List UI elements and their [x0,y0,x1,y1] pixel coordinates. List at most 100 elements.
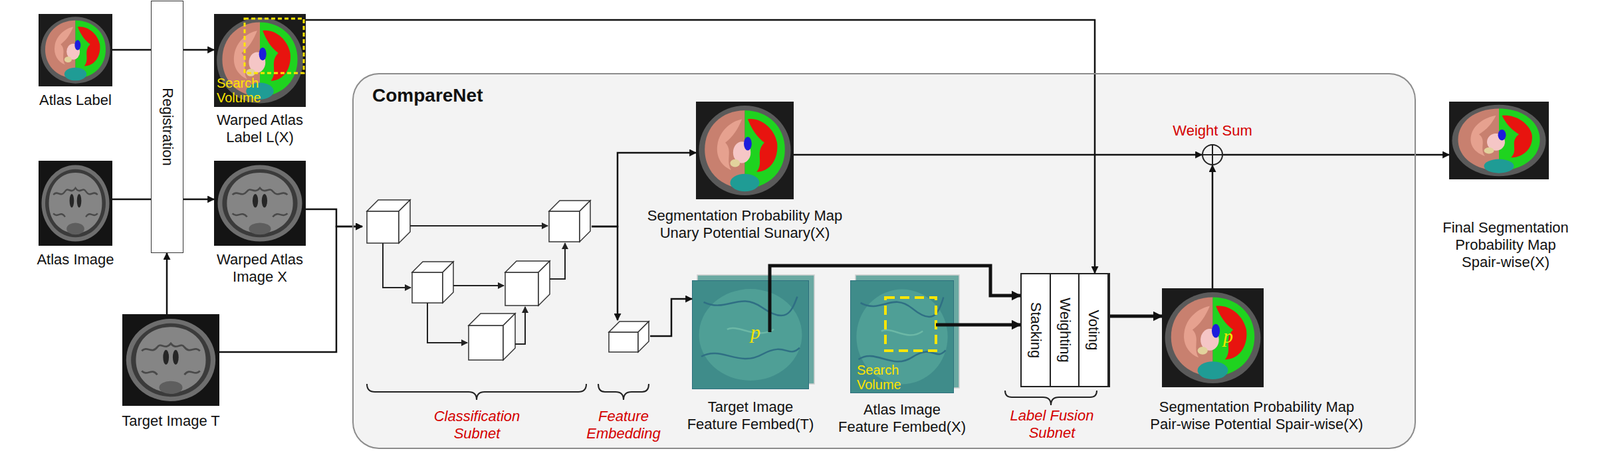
brain-images [38,13,113,87]
plus-sign [1211,144,1214,166]
caption: Warped Atlas Image X [206,251,314,286]
connector [650,299,692,337]
brackets [598,384,649,401]
connector [112,198,151,201]
image-node: pSegmentation Probability Map Pair-wise … [1161,288,1264,388]
overlay-label: Search Volume [856,362,911,393]
search-volume-box [244,18,304,74]
network-cubes [398,200,411,244]
network-cubes [608,332,639,353]
connector [305,19,1095,274]
image-node: Final Segmentation Probability Map Spair… [1449,101,1549,180]
brain-images [38,160,113,246]
network-cubes [366,200,649,361]
fusion-column: Stacking [1021,274,1051,387]
caption: Feature Embedding [576,408,671,443]
connector [183,49,215,52]
network-cubes [538,261,550,306]
image-node: Classification Subnet [362,192,592,406]
caption: Final Segmentation Probability Map Spair… [1439,219,1573,272]
caption: Warped Atlas Label L(X) [206,111,314,147]
brain-images [1161,288,1264,388]
caption: Segmentation Probability Map Pair-wise P… [1145,398,1369,434]
search-volume-box [244,18,936,351]
connector [1211,165,1214,289]
column-label: Weighting [1056,297,1074,363]
registration-bar: Registration [150,0,184,254]
connector [953,323,1021,328]
plus-sign [1201,144,1224,166]
image-node: pTarget Image Feature Fembed(T) [691,280,809,390]
subnet-wires [410,225,548,227]
connector [1110,315,1162,319]
caption: Label Fusion Subnet [1002,407,1103,443]
sum-circle: Weight Sum [1201,144,1224,166]
inner-pointer-lines [768,280,772,333]
subnet-wires [427,303,468,343]
caption: Segmentation Probability Map Unary Poten… [633,207,857,242]
image-node: Warped Atlas Image X [214,160,306,246]
column-label: Stacking [1027,302,1045,359]
connector [591,226,618,321]
brain-images [1449,101,1549,180]
subnet-wires [382,226,566,345]
sum-label: Weight Sum [1172,122,1252,140]
brain-images [214,160,306,246]
inner-pointer-lines [935,323,954,328]
image-node: Feature Embedding [596,320,651,406]
caption: Target Image T [97,412,244,431]
network-cubes [638,321,649,353]
fusion-box: StackingWeightingVotingLabel Fusion Subn… [1020,273,1111,388]
connector [793,154,1202,157]
brackets [366,384,587,401]
image-node: Atlas Label [38,13,113,87]
image-node: Atlas Image [38,160,113,246]
fusion-column: Voting [1079,274,1109,387]
feature-maps [850,280,954,394]
brackets [1005,390,1097,406]
brain-images [214,13,306,108]
overlay-label: p [1223,325,1234,347]
brain-images [695,101,794,200]
feature-maps [691,275,960,394]
feature-maps [691,280,809,390]
subnet-wires [515,307,526,345]
connector [1223,154,1450,157]
network-cubes [503,313,516,361]
connector [769,265,1021,296]
image-node: Search VolumeAtlas Image Feature Fembed(… [850,280,954,394]
caption: Atlas Label [9,91,143,110]
overlay-label: p [750,321,761,343]
image-node: Search VolumeWarped Atlas Label L(X) [214,13,306,108]
subnet-wires [453,285,504,287]
group-title: CompareNet [372,85,483,107]
column-label: Voting [1084,309,1103,351]
network-cubes [366,211,399,244]
image-node: Target Image T [122,314,220,407]
vertical-label: Registration [158,87,177,166]
caption: Atlas Image Feature Fembed(X) [837,401,968,437]
fusion-column: Weighting [1050,274,1081,387]
network-cubes [468,325,504,361]
network-cubes [505,272,539,306]
comparenet-ground [352,73,1416,450]
network-cubes [579,200,591,242]
connector [183,198,215,201]
connector [166,253,169,315]
brain-images [122,314,220,407]
network-cubes [549,211,580,242]
caption: Target Image Feature Fembed(T) [682,398,819,434]
caption: Classification Subnet [427,408,528,443]
caption: Atlas Image [9,251,143,269]
overlay-label: Search Volume [216,75,270,106]
connector [305,209,363,227]
inner-pointer-lines [769,280,954,333]
network-cubes [442,261,454,304]
image-node: Segmentation Probability Map Unary Poten… [695,101,794,200]
connector [219,226,363,353]
connector [112,49,151,52]
subnet-wires [549,243,566,280]
search-volume-box [885,297,936,351]
network-cubes [412,272,443,304]
